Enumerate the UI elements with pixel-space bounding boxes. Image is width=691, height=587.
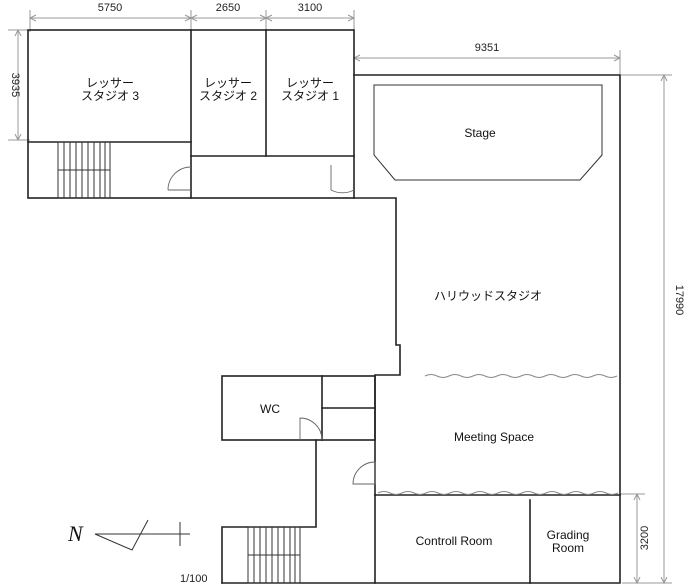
dimension-right-height: 17990	[673, 285, 685, 316]
studio2-label-line2: スタジオ 2	[199, 89, 257, 103]
dimension-top-left: 5750	[98, 2, 122, 14]
studio3-label-line1: レッサー	[86, 76, 134, 90]
dimension-hall-width: 9351	[475, 42, 499, 54]
walls	[27, 29, 621, 584]
dimension-left-height: 3935	[9, 73, 21, 97]
hollywood-studio-label: ハリウッドスタジオ	[434, 289, 542, 303]
doors	[167, 165, 376, 485]
grading-room-label-line1: Grading	[547, 528, 590, 542]
studio1-label-line1: レッサー	[286, 76, 334, 90]
studio3-label-line2: スタジオ 3	[81, 89, 139, 103]
scale-label: 1/100	[180, 573, 208, 585]
dimension-lower-right-height: 3200	[639, 526, 651, 550]
studio2-label-line1: レッサー	[204, 76, 252, 90]
stage-outline	[373, 84, 603, 181]
north-label: N	[67, 521, 84, 546]
meeting-space-label: Meeting Space	[454, 430, 534, 444]
studio1-label-line2: スタジオ 1	[281, 89, 339, 103]
stairs-lower	[247, 526, 301, 584]
dimension-top-right: 3100	[298, 2, 322, 14]
north-arrow-icon	[94, 519, 190, 551]
zone-divider-meeting	[377, 491, 619, 495]
control-room-label: Controll Room	[416, 534, 493, 548]
wc-label: WC	[260, 402, 280, 416]
dimension-top-mid: 2650	[216, 2, 240, 14]
grading-room-label-line2: Room	[552, 541, 584, 555]
stage-label: Stage	[464, 126, 496, 140]
zone-divider-hall	[424, 374, 618, 378]
stairs-upper	[57, 141, 111, 199]
dimension-lines	[8, 10, 672, 585]
